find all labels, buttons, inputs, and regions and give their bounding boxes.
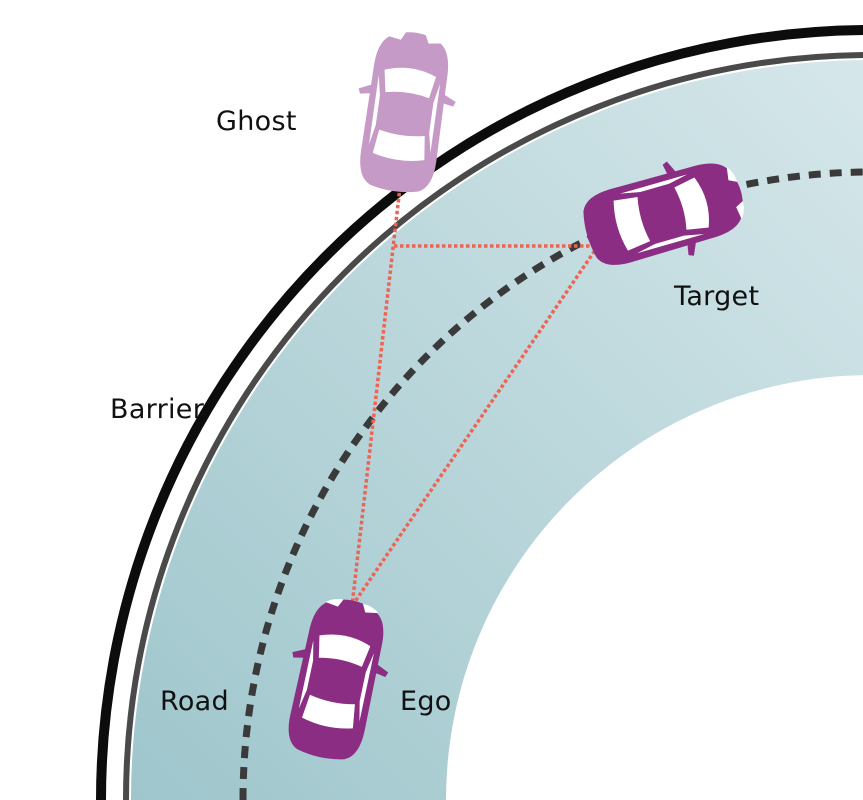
target-label: Target xyxy=(674,281,760,312)
sightline-target-to-ego xyxy=(350,245,600,607)
barrier-inner-line xyxy=(123,52,863,800)
road-label: Road xyxy=(160,686,229,717)
ghost-vehicle-icon xyxy=(345,25,465,199)
sightline-ghost-to-ego xyxy=(350,186,402,607)
ghost-label: Ghost xyxy=(216,106,297,137)
sightlines xyxy=(350,186,600,607)
road-surface xyxy=(131,60,863,800)
barrier-label: Barrier xyxy=(110,394,205,425)
barrier-outer-line xyxy=(96,25,863,800)
ego-label: Ego xyxy=(400,686,452,717)
lane-center-marking xyxy=(239,168,863,800)
